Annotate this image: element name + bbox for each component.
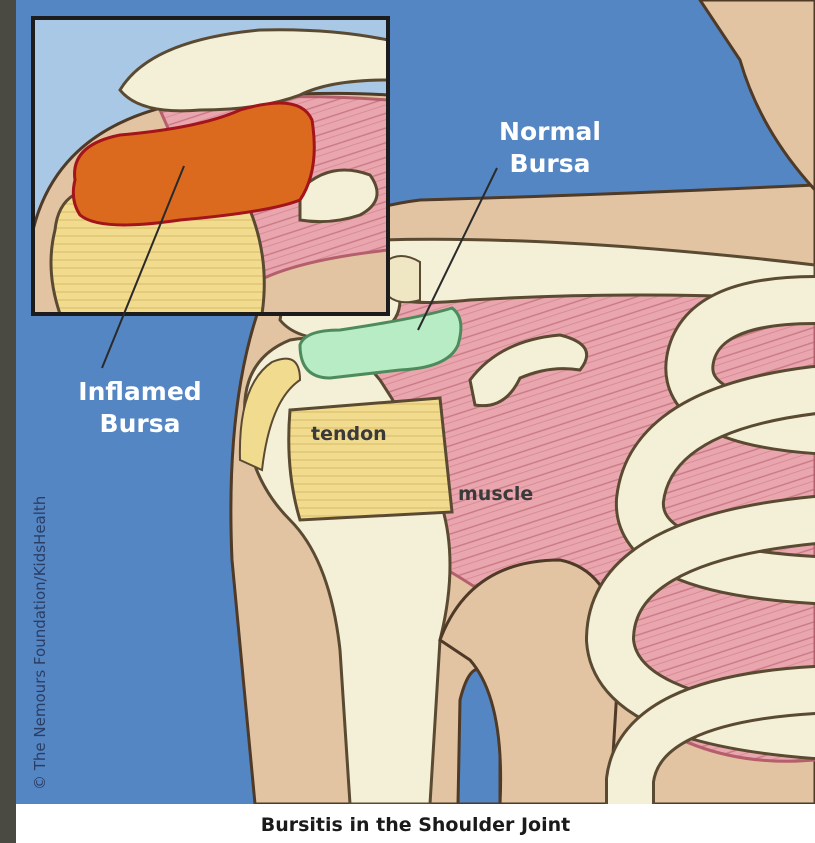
acromion-joint bbox=[385, 256, 420, 302]
muscle-label: muscle bbox=[458, 483, 533, 505]
main-scene: Inflamed Bursa Normal Bursa tendon muscl… bbox=[16, 0, 815, 804]
normal-label-line2: Bursa bbox=[510, 149, 591, 178]
caption-bar: Bursitis in the Shoulder Joint bbox=[16, 804, 815, 843]
tendon bbox=[289, 398, 452, 520]
normal-label-line1: Normal bbox=[499, 117, 601, 146]
inflamed-label-line1: Inflamed bbox=[78, 377, 201, 406]
frame-strip bbox=[0, 0, 16, 843]
copyright-text: © The Nemours Foundation/KidsHealth bbox=[31, 496, 49, 790]
caption-title: Bursitis in the Shoulder Joint bbox=[16, 814, 815, 836]
inset-box bbox=[33, 18, 388, 314]
inflamed-label-line2: Bursa bbox=[100, 409, 181, 438]
tendon-label: tendon bbox=[311, 423, 387, 445]
